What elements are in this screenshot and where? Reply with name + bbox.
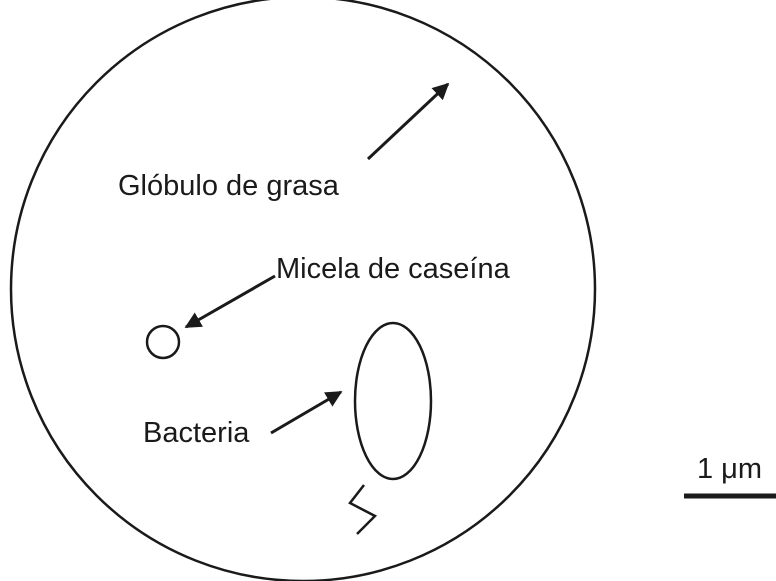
casein-micelle-outline	[147, 326, 179, 358]
casein-micelle-arrow	[186, 276, 275, 327]
bacteria-flagellum	[350, 485, 375, 534]
bacteria-label: Bacteria	[143, 417, 250, 449]
fat-globule-outline	[11, 0, 595, 581]
casein-micelle-label: Micela de caseína	[276, 253, 511, 285]
fat-globule-label: Glóbulo de grasa	[118, 170, 340, 202]
bacteria-outline	[355, 323, 431, 479]
scale-bar-label: 1 μm	[697, 453, 762, 485]
fat-globule-arrow	[368, 84, 448, 159]
bacteria-arrow	[271, 392, 341, 433]
